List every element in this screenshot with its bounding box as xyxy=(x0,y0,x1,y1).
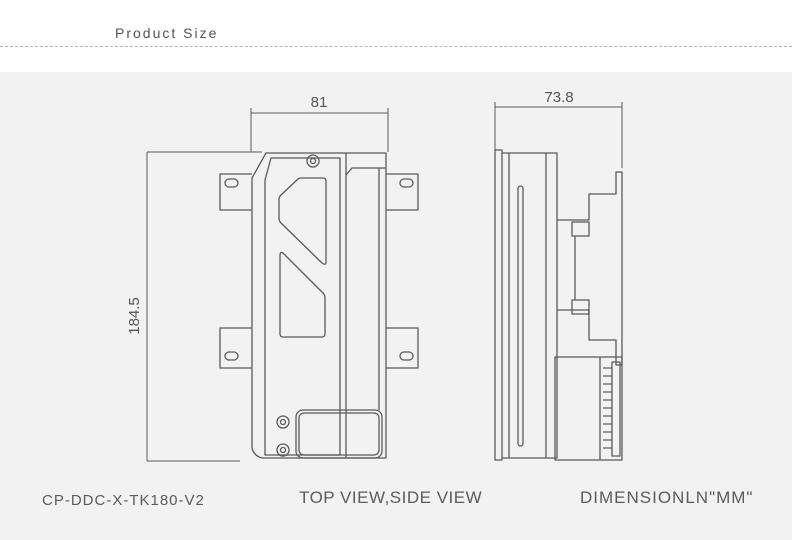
header-divider xyxy=(0,46,792,47)
side-view xyxy=(494,102,623,461)
side-body xyxy=(502,152,558,459)
top-view-body xyxy=(251,152,387,459)
mounting-bracket-top-right xyxy=(386,173,419,211)
screw-bottom-1 xyxy=(276,415,290,429)
screw-top xyxy=(306,154,320,168)
mounting-bracket-bottom-right xyxy=(386,327,419,369)
side-slot xyxy=(517,185,524,447)
upper-window xyxy=(278,177,327,265)
side-pump-block xyxy=(554,356,623,461)
top-width-label: 81 xyxy=(311,94,328,111)
mounting-bracket-bottom-left xyxy=(219,327,252,369)
screw-bottom-2 xyxy=(276,443,290,457)
model-number: CP-DDC-X-TK180-V2 xyxy=(42,492,205,509)
lower-window xyxy=(279,251,326,338)
display-window xyxy=(295,409,383,459)
side-width-dimension xyxy=(494,102,623,168)
side-back-plate xyxy=(494,149,503,461)
side-width-label: 73.8 xyxy=(544,89,573,106)
top-view xyxy=(146,108,419,462)
views-caption: TOP VIEW,SIDE VIEW xyxy=(299,488,483,507)
top-width-dimension xyxy=(250,108,389,152)
cooling-fins xyxy=(603,367,612,449)
units-caption: DIMENSIONLN"MM" xyxy=(580,488,754,507)
height-dimension xyxy=(146,151,262,462)
section-title: Product Size xyxy=(115,25,219,41)
drawing-panel xyxy=(0,72,792,540)
height-label: 184.5 xyxy=(126,297,143,335)
top-view-rail-cap xyxy=(345,167,386,176)
side-bracket xyxy=(557,171,623,366)
mounting-bracket-top-left xyxy=(219,173,252,211)
